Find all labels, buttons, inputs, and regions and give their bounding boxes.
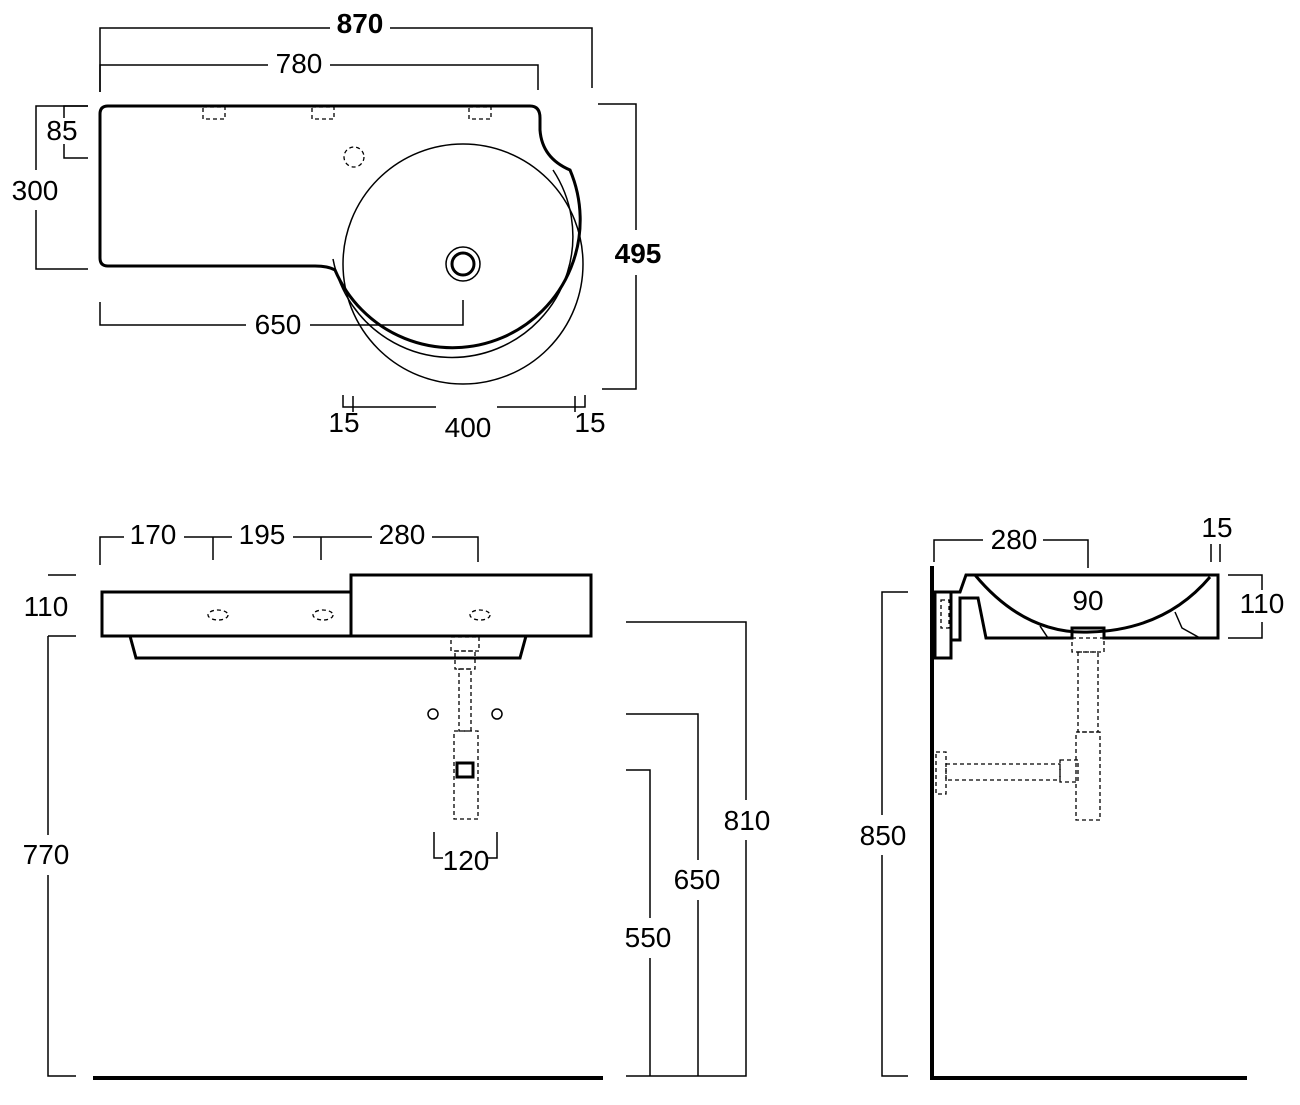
top-view: 870 780 85 300 495 650 15 400 15: [12, 8, 662, 443]
wall-bracket: [933, 590, 953, 660]
deck-slab: [100, 590, 353, 638]
fixing-bracket-3: [468, 106, 492, 120]
underside-skirt: [128, 635, 528, 660]
dim-overall-depth: 495: [615, 238, 662, 269]
dim-overall-width: 870: [337, 8, 384, 39]
overflow-hole: [343, 146, 365, 168]
waste-trap: [427, 636, 503, 820]
fixing-bracket-2: [311, 106, 335, 120]
tap-hole-1: [207, 609, 229, 621]
front-view: 170 195 280 110 770 120 810 650 550: [23, 519, 771, 1080]
dim-top-height: 850: [860, 820, 907, 851]
dim-rim-thickness: 15: [1201, 512, 1232, 543]
dim-rim-right: 15: [574, 407, 605, 438]
trap-cap: [455, 761, 475, 779]
dim-tap-offset: 85: [46, 115, 77, 146]
bowl-inner-circle: [342, 143, 584, 385]
dim-outlet-depth: 90: [1072, 585, 1103, 616]
dim-spacing-2: 195: [239, 519, 286, 550]
bowl-curve: [973, 574, 1212, 634]
dim-height-550: 550: [625, 922, 672, 953]
dim-height-810: 810: [724, 805, 771, 836]
waste-outlet-outer: [445, 246, 481, 282]
dim-spacing-1: 170: [130, 519, 177, 550]
dim-deck-depth: 300: [12, 175, 59, 206]
dim-bowl-depth-offset: 280: [991, 524, 1038, 555]
waste-outlet-inner: [450, 251, 476, 277]
fixing-bracket-1: [202, 106, 226, 120]
dim-deck-width: 780: [276, 48, 323, 79]
dim-bowl-diameter: 400: [445, 412, 492, 443]
dim-trap-width: 120: [443, 845, 490, 876]
side-view: 280 15 90 110 850: [860, 512, 1285, 1080]
basin-section-outline: [951, 573, 1220, 642]
side-trap: [935, 637, 1105, 821]
tap-hole-3: [469, 609, 491, 621]
tap-hole-2: [312, 609, 334, 621]
bowl-inner-rim: [332, 169, 574, 359]
bowl-block: [349, 573, 593, 638]
dim-waste-offset: 650: [255, 309, 302, 340]
dim-spacing-3: 280: [379, 519, 426, 550]
dim-basin-height-side: 110: [1240, 588, 1285, 619]
dim-rim-left: 15: [328, 407, 359, 438]
basin-top-outline: [98, 104, 582, 350]
dim-fixing-height: 770: [23, 839, 70, 870]
dim-basin-height-front: 110: [24, 591, 69, 622]
dim-height-650: 650: [674, 864, 721, 895]
